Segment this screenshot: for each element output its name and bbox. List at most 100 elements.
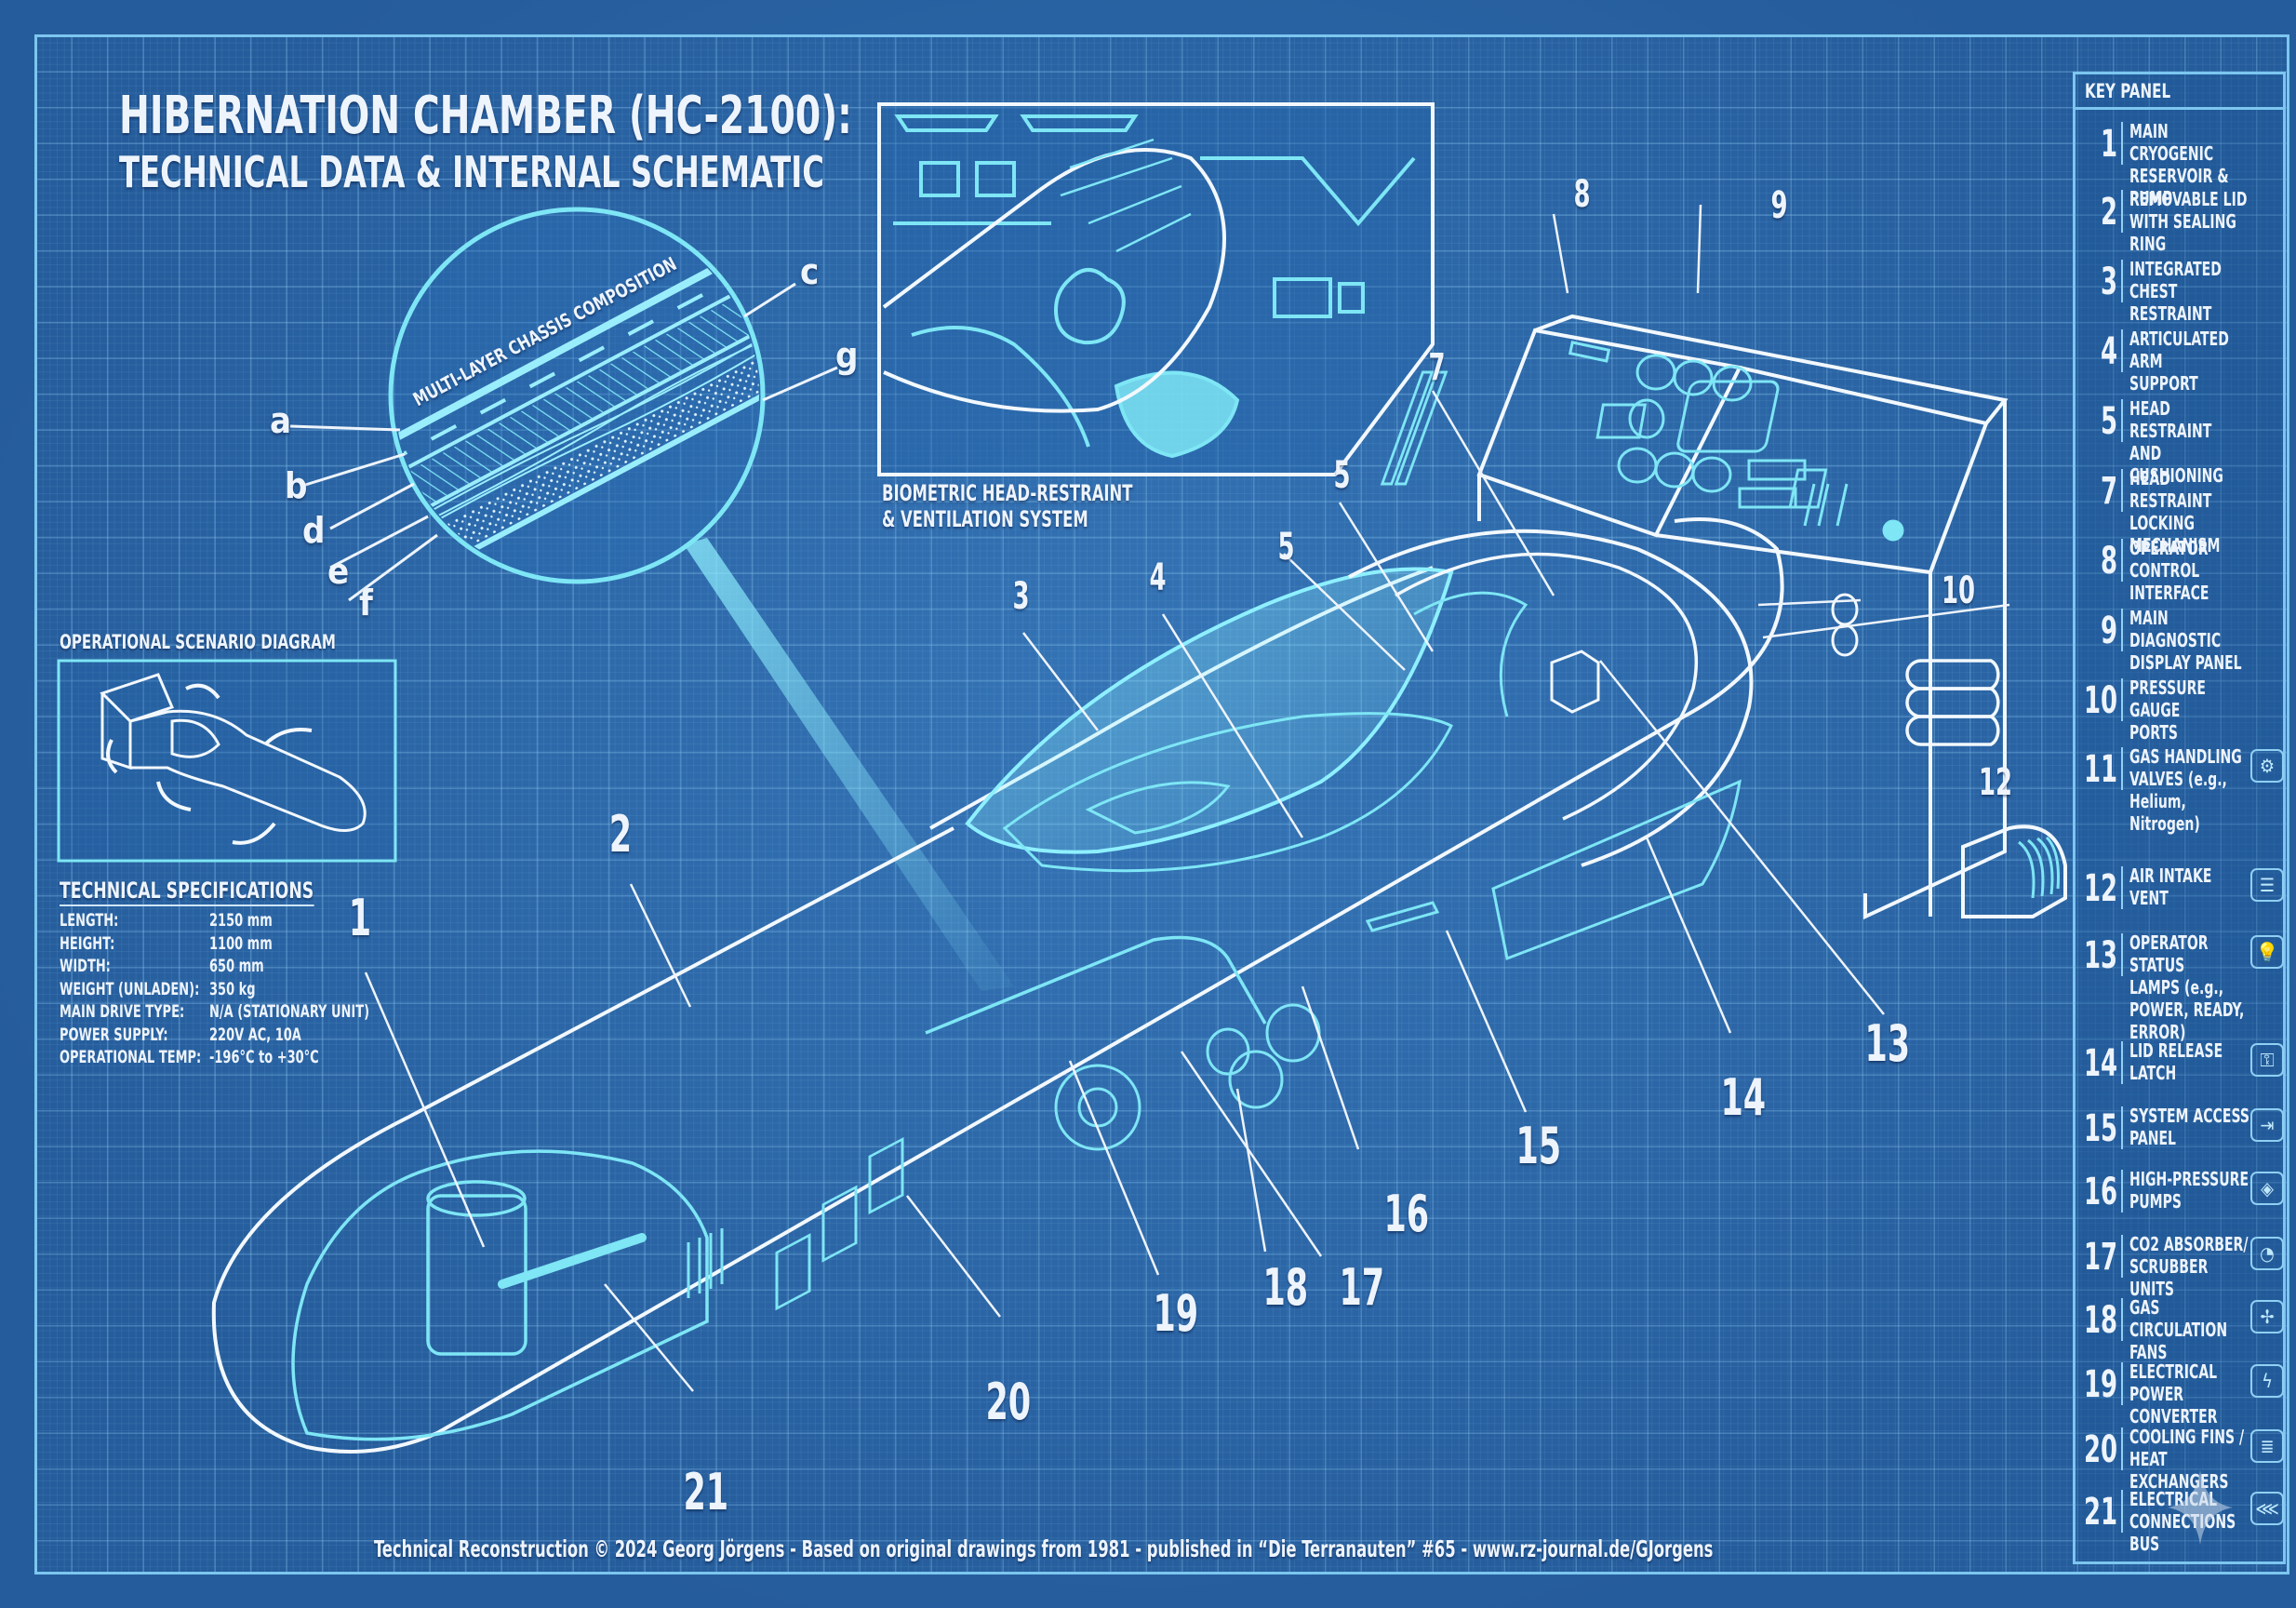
layer-label-e: e (327, 551, 350, 592)
layer-label-g: g (835, 335, 859, 376)
key-item-divider (2121, 1490, 2123, 1533)
layer-leader-lines (289, 282, 838, 602)
key-item-label: COOLING FINS / HEAT EXCHANGERS (2129, 1426, 2245, 1493)
key-item-number: 13 (2083, 934, 2117, 977)
key-item-divider (2121, 1298, 2123, 1341)
biometric-inset (877, 102, 1435, 476)
fins-icon: ≣ (2250, 1429, 2284, 1463)
callout-19: 19 (1153, 1284, 1199, 1343)
page-title: HIBERNATION CHAMBER (HC-2100): (119, 86, 852, 146)
sparkle-watermark-icon (2168, 1470, 2233, 1545)
spec-key: LENGTH: (60, 910, 119, 931)
key-item-label: GAS HANDLING VALVES (e.g., Helium, Nitro… (2129, 745, 2242, 835)
key-item-divider (2121, 866, 2123, 909)
callout-16: 16 (1383, 1185, 1430, 1243)
key-item-number: 4 (2100, 330, 2117, 373)
key-item-divider (2121, 747, 2123, 790)
key-item-divider (2121, 678, 2123, 721)
key-item-number: 8 (2100, 540, 2117, 583)
latch-icon: ⚿ (2250, 1043, 2284, 1077)
inset-caption-line1: BIOMETRIC HEAD-RESTRAINT (882, 480, 1133, 506)
callout-12: 12 (1979, 761, 2013, 804)
key-item-label: HEAD RESTRAINT AND CUSHIONING (2129, 397, 2223, 487)
key-item-label: INTEGRATED CHEST RESTRAINT (2129, 258, 2222, 325)
key-item-label: MAIN CRYOGENIC RESERVOIR & PUMP (2129, 120, 2229, 209)
key-item-number: 19 (2083, 1363, 2117, 1406)
key-item-divider (2121, 1041, 2123, 1084)
key-item-divider (2121, 1362, 2123, 1405)
spec-key: POWER SUPPLY: (60, 1024, 168, 1045)
callout-7: 7 (1428, 346, 1446, 389)
key-item-label: GAS CIRCULATION FANS (2129, 1296, 2228, 1363)
specs-title: TECHNICAL SPECIFICATIONS (60, 878, 314, 906)
inset-caption-line2: & VENTILATION SYSTEM (882, 506, 1088, 532)
key-item-label: ELECTRICAL POWER CONVERTER (2129, 1360, 2218, 1427)
key-item-number: 5 (2100, 400, 2117, 443)
key-item-label: HEAD RESTRAINT LOCKING MECHANISM (2129, 467, 2221, 556)
magnifier-beam (684, 538, 1014, 991)
callout-17: 17 (1339, 1258, 1385, 1317)
connector-icon: ⋘ (2250, 1492, 2284, 1525)
callout-15: 15 (1515, 1117, 1562, 1175)
callout-9: 9 (1770, 184, 1788, 227)
lightning-icon: ϟ (2250, 1364, 2284, 1398)
layer-label-d: d (302, 510, 326, 551)
key-item-divider (2121, 190, 2123, 233)
spec-key: WEIGHT (UNLADEN): (60, 978, 200, 999)
key-item-number: 18 (2083, 1299, 2117, 1342)
layer-label-f: f (359, 583, 373, 623)
pump-icon: ◈ (2250, 1172, 2284, 1205)
spec-value: 2150 mm (209, 910, 273, 931)
key-item-divider (2121, 1170, 2123, 1213)
key-item-divider (2121, 399, 2123, 442)
key-item-number: 7 (2100, 470, 2117, 513)
key-item-divider (2121, 469, 2123, 512)
callout-14: 14 (1720, 1068, 1767, 1127)
key-item-number: 17 (2083, 1236, 2117, 1279)
key-item-label: REMOVABLE LID WITH SEALING RING (2129, 188, 2248, 255)
status-lamp-icon: 💡 (2250, 935, 2284, 969)
key-item-number: 2 (2100, 191, 2117, 234)
key-item-divider (2121, 260, 2123, 302)
spec-value: -196°C to +30°C (209, 1047, 319, 1067)
spec-value: 350 kg (209, 978, 256, 999)
key-item-divider (2121, 1235, 2123, 1278)
key-item-number: 21 (2083, 1491, 2117, 1534)
layer-label-a: a (270, 400, 292, 441)
layer-label-c: c (800, 251, 820, 292)
callout-13: 13 (1864, 1014, 1911, 1073)
callout-20: 20 (985, 1373, 1032, 1431)
key-item-label: HIGH-PRESSURE PUMPS (2129, 1168, 2249, 1213)
access-panel-icon: ⇥ (2250, 1108, 2284, 1142)
key-item-number: 12 (2083, 867, 2117, 910)
callout-4: 4 (1149, 556, 1167, 599)
spec-value: 220V AC, 10A (209, 1024, 301, 1045)
chassis-detail-circle (388, 207, 766, 584)
spec-value: 1100 mm (209, 932, 273, 954)
key-item-label: PRESSURE GAUGE PORTS (2129, 677, 2206, 744)
key-item-number: 15 (2083, 1107, 2117, 1150)
key-item-number: 3 (2100, 261, 2117, 303)
callout-5a: 5 (1277, 526, 1295, 569)
key-item-divider (2121, 609, 2123, 651)
footer-credit: Technical Reconstruction © 2024 Georg Jö… (374, 1535, 1714, 1562)
key-item-label: OPERATOR CONTROL INTERFACE (2129, 537, 2209, 604)
key-item-divider (2121, 1427, 2123, 1470)
spec-value: 650 mm (209, 956, 264, 976)
callout-21: 21 (683, 1463, 729, 1521)
key-item-label: CO2 ABSORBER/ SCRUBBER UNITS (2129, 1233, 2249, 1300)
layer-label-b: b (285, 465, 308, 506)
chamber-shell (211, 314, 2067, 1454)
key-item-number: 9 (2100, 610, 2117, 652)
callout-10: 10 (1942, 570, 1976, 612)
callout-leader-lines (364, 204, 2010, 1392)
callout-1: 1 (348, 889, 372, 947)
key-item-divider (2121, 122, 2123, 165)
spec-key: HEIGHT: (60, 932, 115, 954)
spec-key: WIDTH: (60, 956, 111, 976)
key-panel-header: KEY PANEL (2076, 74, 2283, 110)
operational-scenario-title: OPERATIONAL SCENARIO DIAGRAM (60, 631, 336, 653)
